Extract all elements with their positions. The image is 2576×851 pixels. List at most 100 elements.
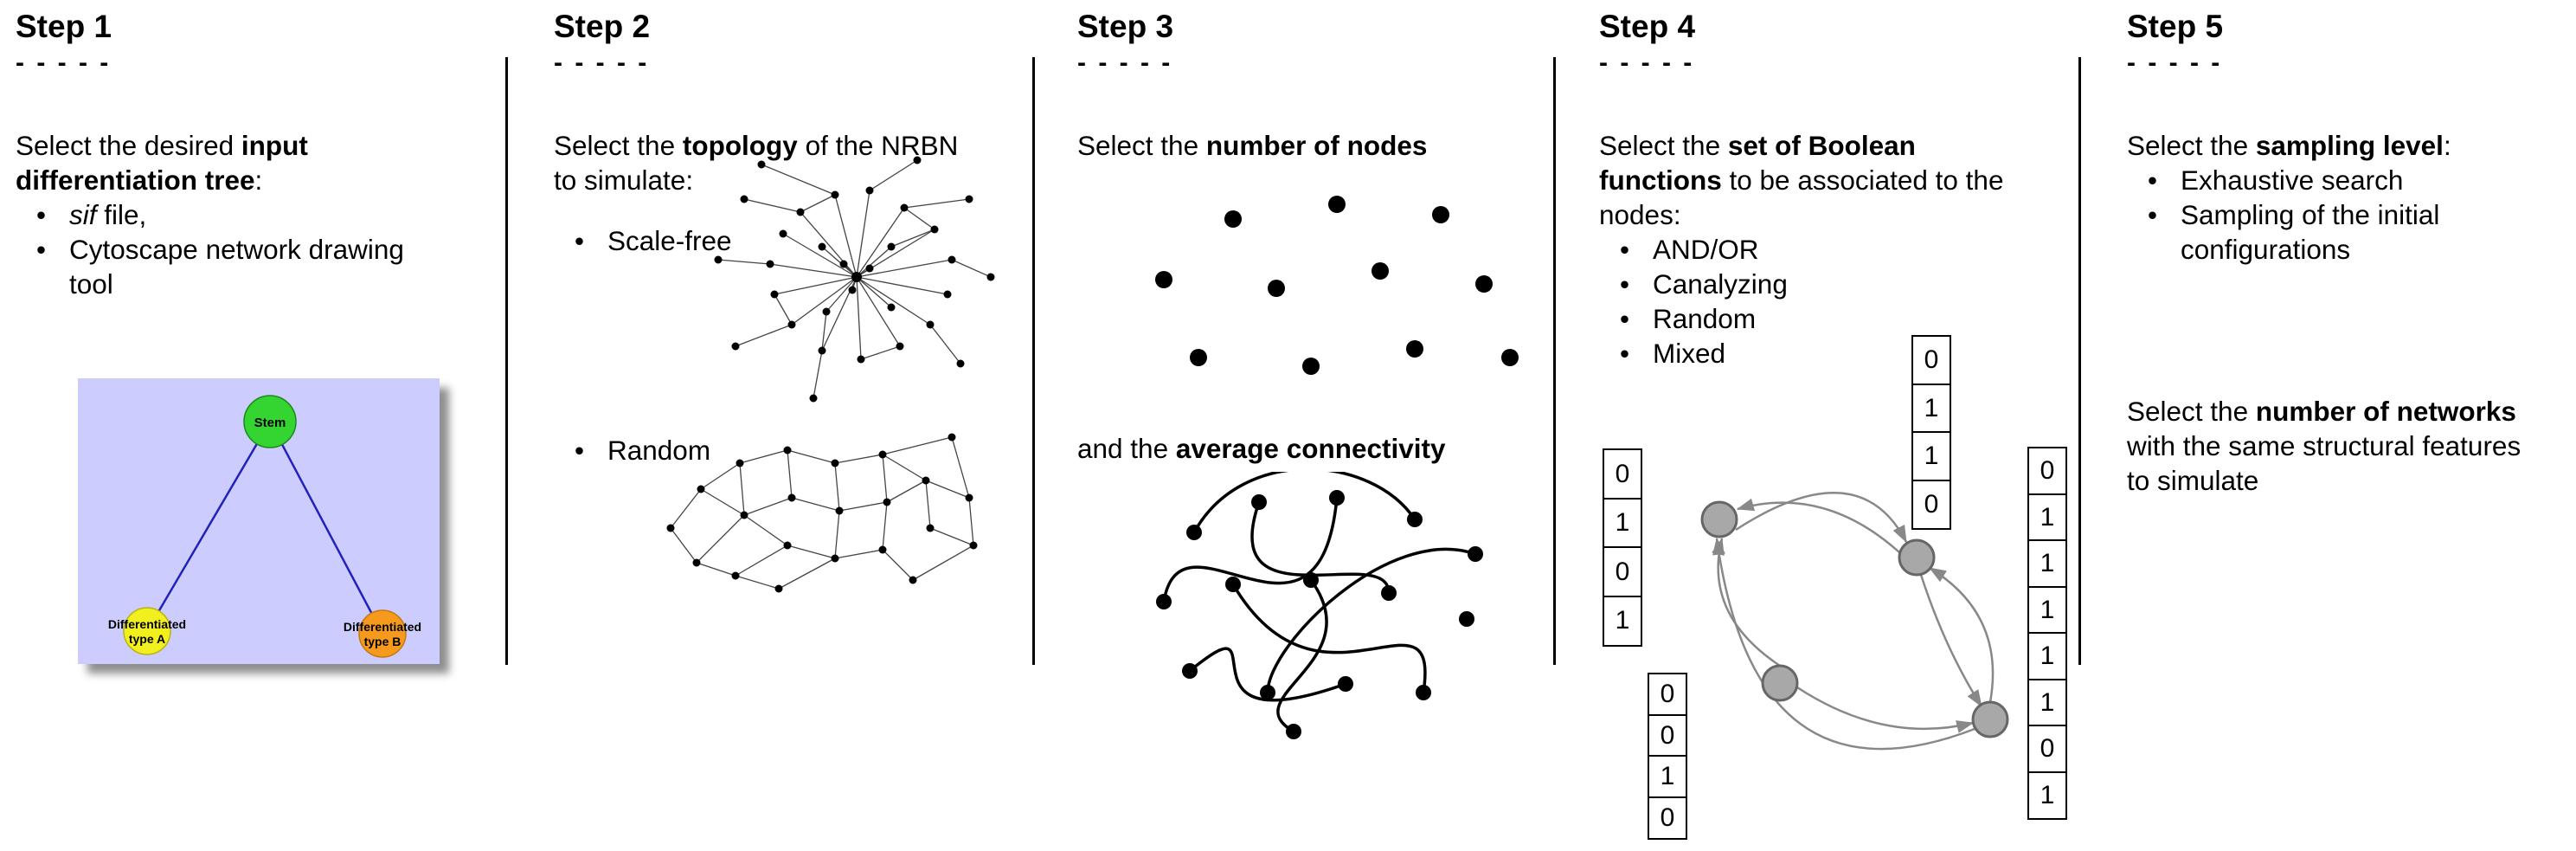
tree-edge-stem-a: [145, 421, 272, 632]
truth-cell: 1: [1603, 497, 1642, 549]
truth-cell: 0: [1648, 673, 1687, 716]
canalyzing-label: Canalyzing: [1653, 268, 1788, 300]
hub-spokes: [769, 190, 953, 360]
step-5-title: Step 5: [2127, 9, 2224, 44]
step-5-bullet-sampling: Sampling of the initial configurations: [2127, 197, 2564, 267]
step-1-column: Step 1 - - - - - Select the desired inpu…: [16, 0, 500, 851]
tangle-dots: [1156, 490, 1483, 739]
step-4-intro-post: to be associated to the nodes:: [1599, 164, 2004, 230]
step-1-dashes: - - - - -: [16, 48, 112, 77]
truth-cell: 1: [1911, 431, 1951, 481]
network-node-3: [1898, 538, 1936, 577]
step-5-line2-pre: Select the: [2127, 396, 2256, 427]
step-4-bullet-random: Random: [1599, 301, 2078, 336]
differentiation-tree-graphic: Stem Differentiated type A Differentiate…: [108, 395, 421, 658]
truth-cell: 1: [1603, 595, 1642, 647]
sampling-configurations-label: Sampling of the initial configurations: [2181, 199, 2440, 265]
step-5-line2-bold: number of networks: [2255, 396, 2516, 427]
step-4-bullet-canalyzing: Canalyzing: [1599, 267, 2078, 301]
boolean-network-graphic: [1700, 492, 2009, 751]
step-5-line1-pre: Select the: [2127, 130, 2256, 161]
step-5-line1: Select the sampling level:: [2127, 128, 2564, 163]
scattered-nodes-graphic: [1155, 196, 1519, 375]
sif-file-rest: file,: [96, 199, 147, 230]
truth-cell: 1: [2027, 493, 2067, 542]
truth-cell: 1: [2027, 585, 2067, 635]
differentiation-tree-image: Stem Differentiated type A Differentiate…: [78, 378, 440, 664]
truth-table-left: 0 1 0 1: [1603, 448, 1642, 647]
truth-table-bottom-left: 0 0 1 0: [1648, 673, 1687, 840]
truth-table-top-middle: 0 1 1 0: [1911, 335, 1951, 530]
step-1-intro-bold: input differentiation tree: [16, 130, 308, 196]
truth-cell: 0: [1603, 448, 1642, 500]
step-2-bullet-random: Random: [554, 433, 710, 467]
step-4-bullet-and-or: AND/OR: [1599, 232, 2078, 267]
step-5-line2-post: with the same structural features to sim…: [2127, 430, 2521, 496]
step-2-intro: Select the topology of the NRBN to simul…: [554, 128, 969, 197]
column-divider-1: [505, 57, 508, 665]
type-a-label-line1: Differentiated: [108, 617, 186, 631]
type-b-label-line1: Differentiated: [344, 620, 421, 634]
step-4-intro-pre: Select the: [1599, 130, 1728, 161]
boolean-network-nodes: [1700, 500, 2009, 738]
network-arrows: [1712, 492, 1995, 751]
cytoscape-label: Cytoscape network drawing tool: [69, 234, 404, 300]
step-2-title: Step 2: [554, 9, 651, 44]
truth-cell: 1: [2027, 678, 2067, 727]
step-1-intro: Select the desired input differentiation…: [16, 128, 466, 197]
truth-cell: 0: [2027, 447, 2067, 495]
scale-free-network-graphic: [714, 156, 995, 403]
step-1-title: Step 1: [16, 9, 112, 44]
stem-node: [243, 395, 297, 448]
random-label: Random: [607, 435, 711, 466]
truth-table-right: 0 1 1 1 1 1 0 1: [2027, 447, 2067, 820]
sif-italic: sif: [69, 199, 97, 230]
step-3-column: Step 3 - - - - - Select the number of no…: [1077, 0, 1549, 851]
column-divider-2: [1032, 57, 1035, 665]
network-node-4: [1971, 700, 2009, 738]
differentiated-type-b-node: [358, 609, 407, 658]
step-1-bullet-sif-file: sif file,: [16, 197, 500, 232]
step-2-column: Step 2 - - - - - Select the topology of …: [554, 0, 1032, 851]
network-node-2: [1761, 664, 1799, 702]
mixed-label: Mixed: [1653, 338, 1726, 369]
column-divider-4: [2078, 57, 2081, 665]
step-5-line2: Select the number of networks with the s…: [2127, 394, 2551, 498]
network-node-1: [1700, 500, 1738, 538]
step-5-line1-bold: sampling level: [2255, 130, 2444, 161]
connectivity-tangle-graphic: [1156, 472, 1483, 739]
step-3-title: Step 3: [1077, 9, 1174, 44]
step-4-dashes: - - - - -: [1599, 48, 1695, 77]
differentiated-type-a-node: [123, 607, 171, 655]
step-4-intro-bold: set of Boolean functions: [1599, 130, 1916, 196]
step-2-intro-bold: topology: [682, 130, 798, 161]
step-5-line1-post: :: [2443, 130, 2451, 161]
step-4-title: Step 4: [1599, 9, 1696, 44]
exhaustive-search-label: Exhaustive search: [2181, 164, 2404, 196]
random-network-graphic: [666, 433, 978, 593]
random-functions-label: Random: [1653, 303, 1757, 334]
step-5-column: Step 5 - - - - - Select the sampling lev…: [2127, 0, 2564, 851]
step-3-line1: Select the number of nodes: [1077, 128, 1549, 163]
random-nodes: [666, 433, 978, 593]
truth-cell: 1: [2027, 539, 2067, 588]
scale-free-label: Scale-free: [607, 225, 732, 256]
type-b-label-line2: type B: [364, 635, 401, 648]
step-5-bullet-exhaustive: Exhaustive search: [2127, 163, 2564, 197]
step-3-line2-pre: and the: [1077, 433, 1176, 464]
step-4-column: Step 4 - - - - - Select the set of Boole…: [1599, 0, 2078, 851]
step-4-intro: Select the set of Boolean functions to b…: [1599, 128, 2014, 232]
step-3-line1-bold: number of nodes: [1205, 130, 1428, 161]
column-divider-3: [1553, 57, 1556, 665]
step-1-bullet-cytoscape: Cytoscape network drawing tool: [16, 232, 448, 301]
truth-cell: 1: [2027, 770, 2067, 820]
step-2-bullet-scale-free: Scale-free: [554, 223, 732, 258]
step-5-dashes: - - - - -: [2127, 48, 2223, 77]
truth-cell: 0: [2027, 725, 2067, 773]
step-1-intro-post: :: [254, 164, 263, 196]
truth-cell: 0: [1648, 713, 1687, 758]
stem-node-label: Stem: [254, 416, 286, 430]
step-3-dashes: - - - - -: [1077, 48, 1173, 77]
truth-cell: 0: [1911, 335, 1951, 385]
